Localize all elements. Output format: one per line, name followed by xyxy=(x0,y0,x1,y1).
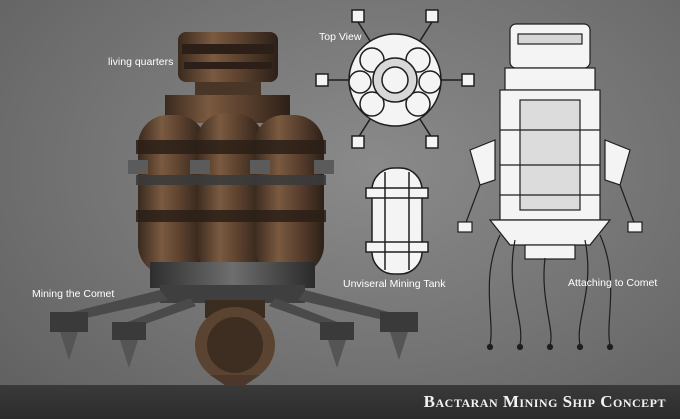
label-attaching-to-comet: Attaching to Comet xyxy=(568,277,658,289)
title-banner: Bactaran Mining Ship Concept xyxy=(0,385,680,419)
concept-title: Bactaran Mining Ship Concept xyxy=(423,392,666,411)
label-living-quarters: living quarters xyxy=(108,56,174,68)
label-top-view: Top View xyxy=(319,31,362,43)
label-mining-the-comet: Mining the Comet xyxy=(32,288,115,300)
label-mining-tank: Unviseral Mining Tank xyxy=(343,278,446,290)
